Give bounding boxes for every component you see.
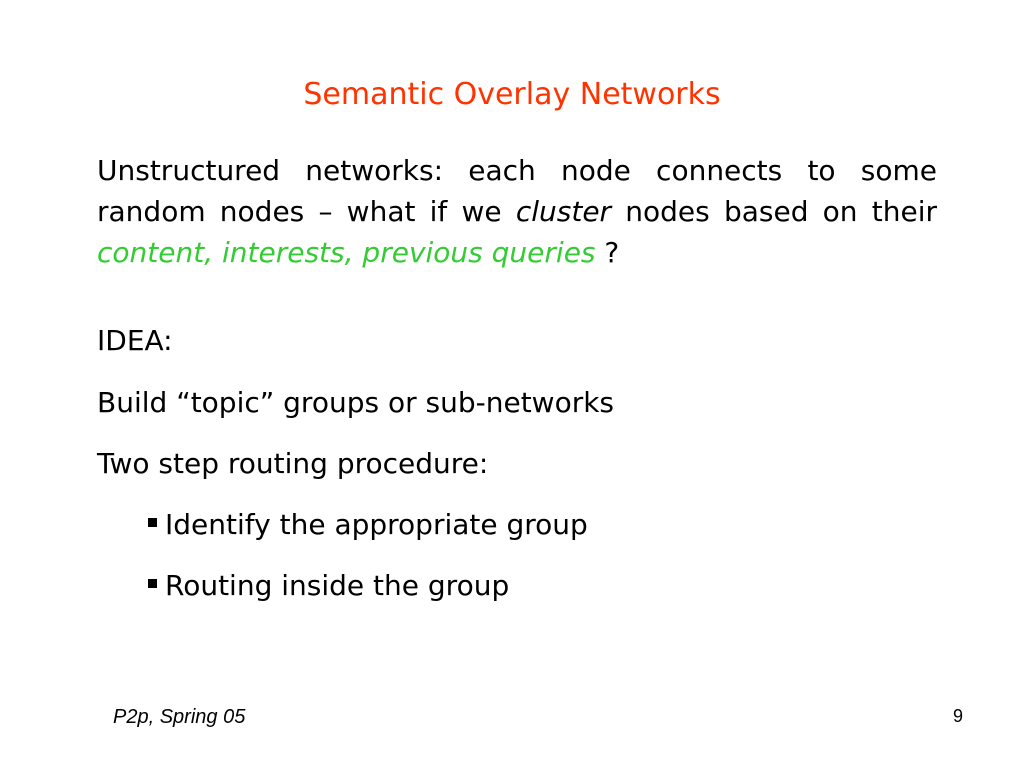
bullet-text-2: Routing inside the group <box>165 569 510 602</box>
bullet-item-2: Routing inside the group <box>148 565 509 606</box>
footer-course: P2p, Spring 05 <box>113 706 246 728</box>
intro-cluster-word: cluster <box>515 195 612 228</box>
build-line: Build “topic” groups or sub-networks <box>97 386 615 419</box>
bullet-item-1: Identify the appropriate group <box>148 504 588 545</box>
idea-label: IDEA: <box>97 324 173 357</box>
intro-highlight: content, interests, previous queries <box>97 236 596 269</box>
two-step-line: Two step routing procedure: <box>97 447 489 480</box>
page-number: 9 <box>952 706 963 726</box>
intro-text-3: ? <box>595 236 620 269</box>
bullet-text-1: Identify the appropriate group <box>165 508 588 541</box>
square-bullet-icon <box>148 578 157 588</box>
intro-text-2: nodes based on their <box>611 195 937 228</box>
intro-text-1: Unstructured networks: each node connect… <box>97 154 937 228</box>
square-bullet-icon <box>148 517 157 527</box>
intro-paragraph: Unstructured networks: each node connect… <box>97 150 937 273</box>
slide-title: Semantic Overlay Networks <box>303 77 721 112</box>
